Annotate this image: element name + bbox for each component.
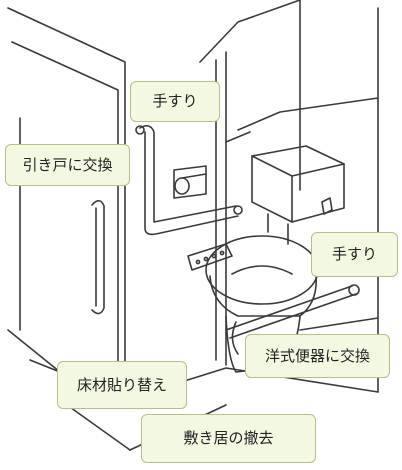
toilet-control-panel	[187, 243, 233, 271]
wall-l-handrail	[135, 124, 243, 236]
handrail-top-label: 手すり	[130, 81, 220, 122]
western-toilet-label: 洋式便器に交換	[245, 334, 390, 378]
toilet-side-handrail	[225, 284, 360, 355]
handrail-right-label: 手すり	[311, 232, 398, 277]
door-vertical-handrail	[91, 199, 105, 315]
floor-replace-label: 床材貼り替え	[57, 361, 187, 409]
threshold-removal-label: 敷き居の撤去	[141, 414, 316, 463]
toilet-tank	[251, 145, 345, 245]
paper-holder	[173, 165, 207, 199]
sliding-door-label: 引き戸に交換	[5, 144, 130, 186]
